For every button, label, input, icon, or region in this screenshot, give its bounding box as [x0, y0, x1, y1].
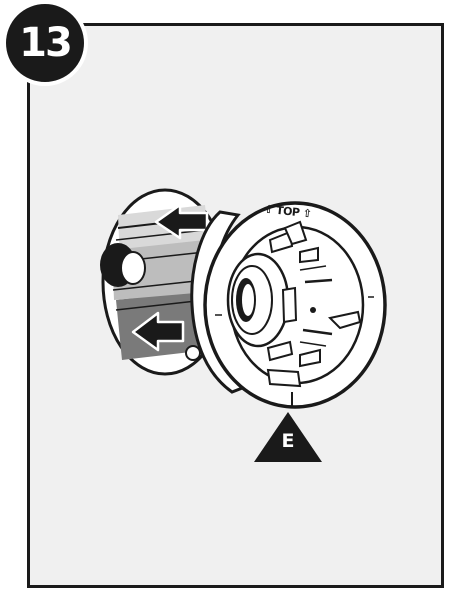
wall-box: [100, 188, 229, 376]
step-number-badge: 13: [2, 0, 88, 86]
callout-marker: [254, 412, 322, 462]
callout-label: E: [281, 430, 295, 452]
step-number: 13: [19, 20, 73, 66]
arrow-icon: [131, 311, 185, 352]
arrow-icon: [154, 203, 209, 240]
adapter-ring: [190, 201, 387, 409]
